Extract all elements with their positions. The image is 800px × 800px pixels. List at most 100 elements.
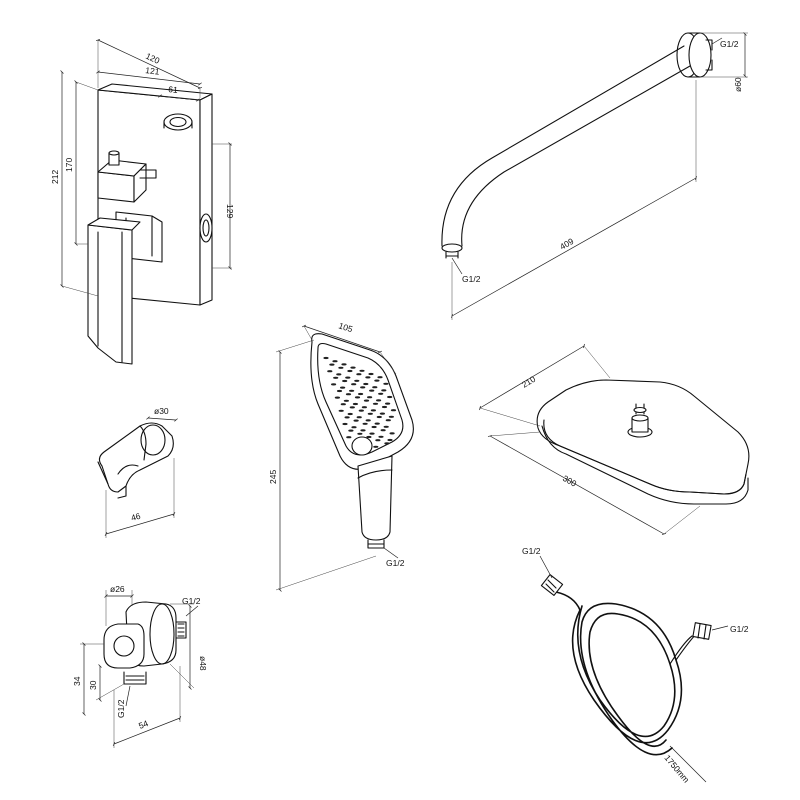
nozzle bbox=[354, 396, 361, 399]
nozzle bbox=[351, 426, 357, 429]
valve-dim-121: 121 bbox=[145, 65, 161, 77]
nozzle bbox=[338, 366, 344, 369]
nozzle bbox=[352, 402, 358, 406]
elbow-thread-right: G1/2 bbox=[182, 596, 201, 606]
hose-thread-right: G1/2 bbox=[730, 624, 749, 634]
hand-thread: G1/2 bbox=[386, 558, 405, 568]
nozzle bbox=[377, 376, 383, 379]
nozzle bbox=[367, 396, 373, 399]
nozzle bbox=[349, 389, 355, 392]
nozzle bbox=[366, 435, 372, 439]
nozzle bbox=[351, 383, 357, 386]
nozzle bbox=[345, 393, 352, 396]
nozzle bbox=[378, 435, 384, 438]
hose-length: 1750mm bbox=[662, 753, 691, 785]
nozzle bbox=[363, 399, 370, 402]
elbow-dim-54: 54 bbox=[137, 718, 150, 731]
nozzle bbox=[387, 438, 393, 442]
nozzle bbox=[360, 386, 366, 389]
nozzle bbox=[388, 415, 394, 418]
hose-thread-left: G1/2 bbox=[522, 546, 541, 556]
nozzle bbox=[359, 369, 365, 372]
nozzle bbox=[373, 445, 379, 448]
nozzle bbox=[347, 412, 353, 416]
nozzle bbox=[368, 372, 374, 376]
hand-shower-nozzles bbox=[323, 356, 397, 448]
nozzle bbox=[365, 419, 371, 422]
nozzle bbox=[341, 363, 347, 366]
nozzle bbox=[356, 416, 362, 419]
valve-dim-61: 61 bbox=[168, 84, 179, 95]
nozzle bbox=[331, 383, 337, 386]
overhead-dim-300: 300 bbox=[561, 473, 578, 489]
nozzle bbox=[390, 409, 397, 412]
elbow-dim-34: 34 bbox=[72, 676, 82, 686]
nozzle bbox=[371, 425, 377, 429]
nozzle bbox=[347, 369, 353, 373]
overhead-dim-210: 210 bbox=[520, 374, 538, 390]
nozzle bbox=[374, 422, 380, 425]
shower-holder-drawing: ø30 46 bbox=[97, 406, 178, 538]
nozzle bbox=[376, 415, 382, 419]
holder-dim-d30: ø30 bbox=[154, 406, 169, 416]
nozzle bbox=[340, 386, 346, 389]
nozzle bbox=[361, 406, 367, 409]
nozzle bbox=[348, 429, 354, 432]
arm-dim-409: 409 bbox=[558, 236, 576, 252]
shower-hose-drawing: G1/2 G1/2 1750mm bbox=[522, 546, 749, 785]
nozzle bbox=[372, 386, 378, 389]
arm-dim-d60: ø60 bbox=[733, 77, 743, 92]
elbow-thread-bottom: G1/2 bbox=[116, 699, 126, 718]
nozzle bbox=[365, 376, 371, 379]
nozzle bbox=[346, 436, 352, 439]
elbow-dim-30: 30 bbox=[88, 680, 98, 690]
hand-dim-245: 245 bbox=[268, 470, 278, 484]
hand-dim-105: 105 bbox=[337, 320, 354, 334]
nozzle bbox=[340, 403, 346, 406]
nozzle bbox=[343, 399, 349, 402]
nozzle bbox=[350, 366, 356, 369]
nozzle bbox=[372, 402, 379, 405]
nozzle bbox=[329, 363, 335, 366]
valve-dim-120: 120 bbox=[144, 51, 161, 66]
valve-dim-129: 129 bbox=[225, 204, 235, 218]
nozzle bbox=[327, 370, 333, 373]
elbow-dim-d26: ø26 bbox=[110, 584, 125, 594]
nozzle bbox=[344, 416, 350, 419]
nozzle bbox=[333, 376, 339, 379]
hand-shower-drawing: 105 245 G1/2 bbox=[268, 320, 414, 592]
arm-thread-bottom: G1/2 bbox=[462, 274, 481, 284]
elbow-dim-d48: ø48 bbox=[198, 656, 208, 671]
nozzle bbox=[342, 422, 348, 426]
nozzle bbox=[376, 399, 382, 402]
nozzle bbox=[342, 379, 348, 383]
nozzle bbox=[338, 409, 344, 412]
nozzle bbox=[378, 392, 384, 395]
nozzle bbox=[356, 373, 362, 376]
nozzle bbox=[369, 432, 375, 435]
nozzle bbox=[381, 389, 387, 392]
nozzle bbox=[354, 379, 360, 382]
nozzle bbox=[370, 409, 376, 412]
shower-arm-drawing: G1/2 ø60 409 G1/2 bbox=[441, 32, 748, 320]
arm-thread-top: G1/2 bbox=[720, 39, 739, 49]
nozzle bbox=[383, 382, 389, 385]
nozzle bbox=[334, 396, 340, 399]
nozzle bbox=[358, 409, 364, 412]
nozzle bbox=[384, 442, 390, 445]
valve-dim-212: 212 bbox=[50, 170, 60, 184]
nozzle bbox=[336, 373, 342, 376]
holder-dim-46: 46 bbox=[130, 511, 142, 523]
nozzle bbox=[323, 356, 329, 360]
valve-dim-170: 170 bbox=[64, 158, 74, 172]
nozzle bbox=[336, 389, 343, 393]
nozzle bbox=[360, 429, 366, 432]
nozzle bbox=[357, 432, 363, 435]
nozzle bbox=[369, 389, 375, 392]
nozzle bbox=[375, 439, 381, 442]
nozzle bbox=[363, 382, 369, 386]
nozzle bbox=[381, 405, 388, 409]
nozzle bbox=[362, 422, 368, 425]
nozzle bbox=[387, 395, 393, 399]
